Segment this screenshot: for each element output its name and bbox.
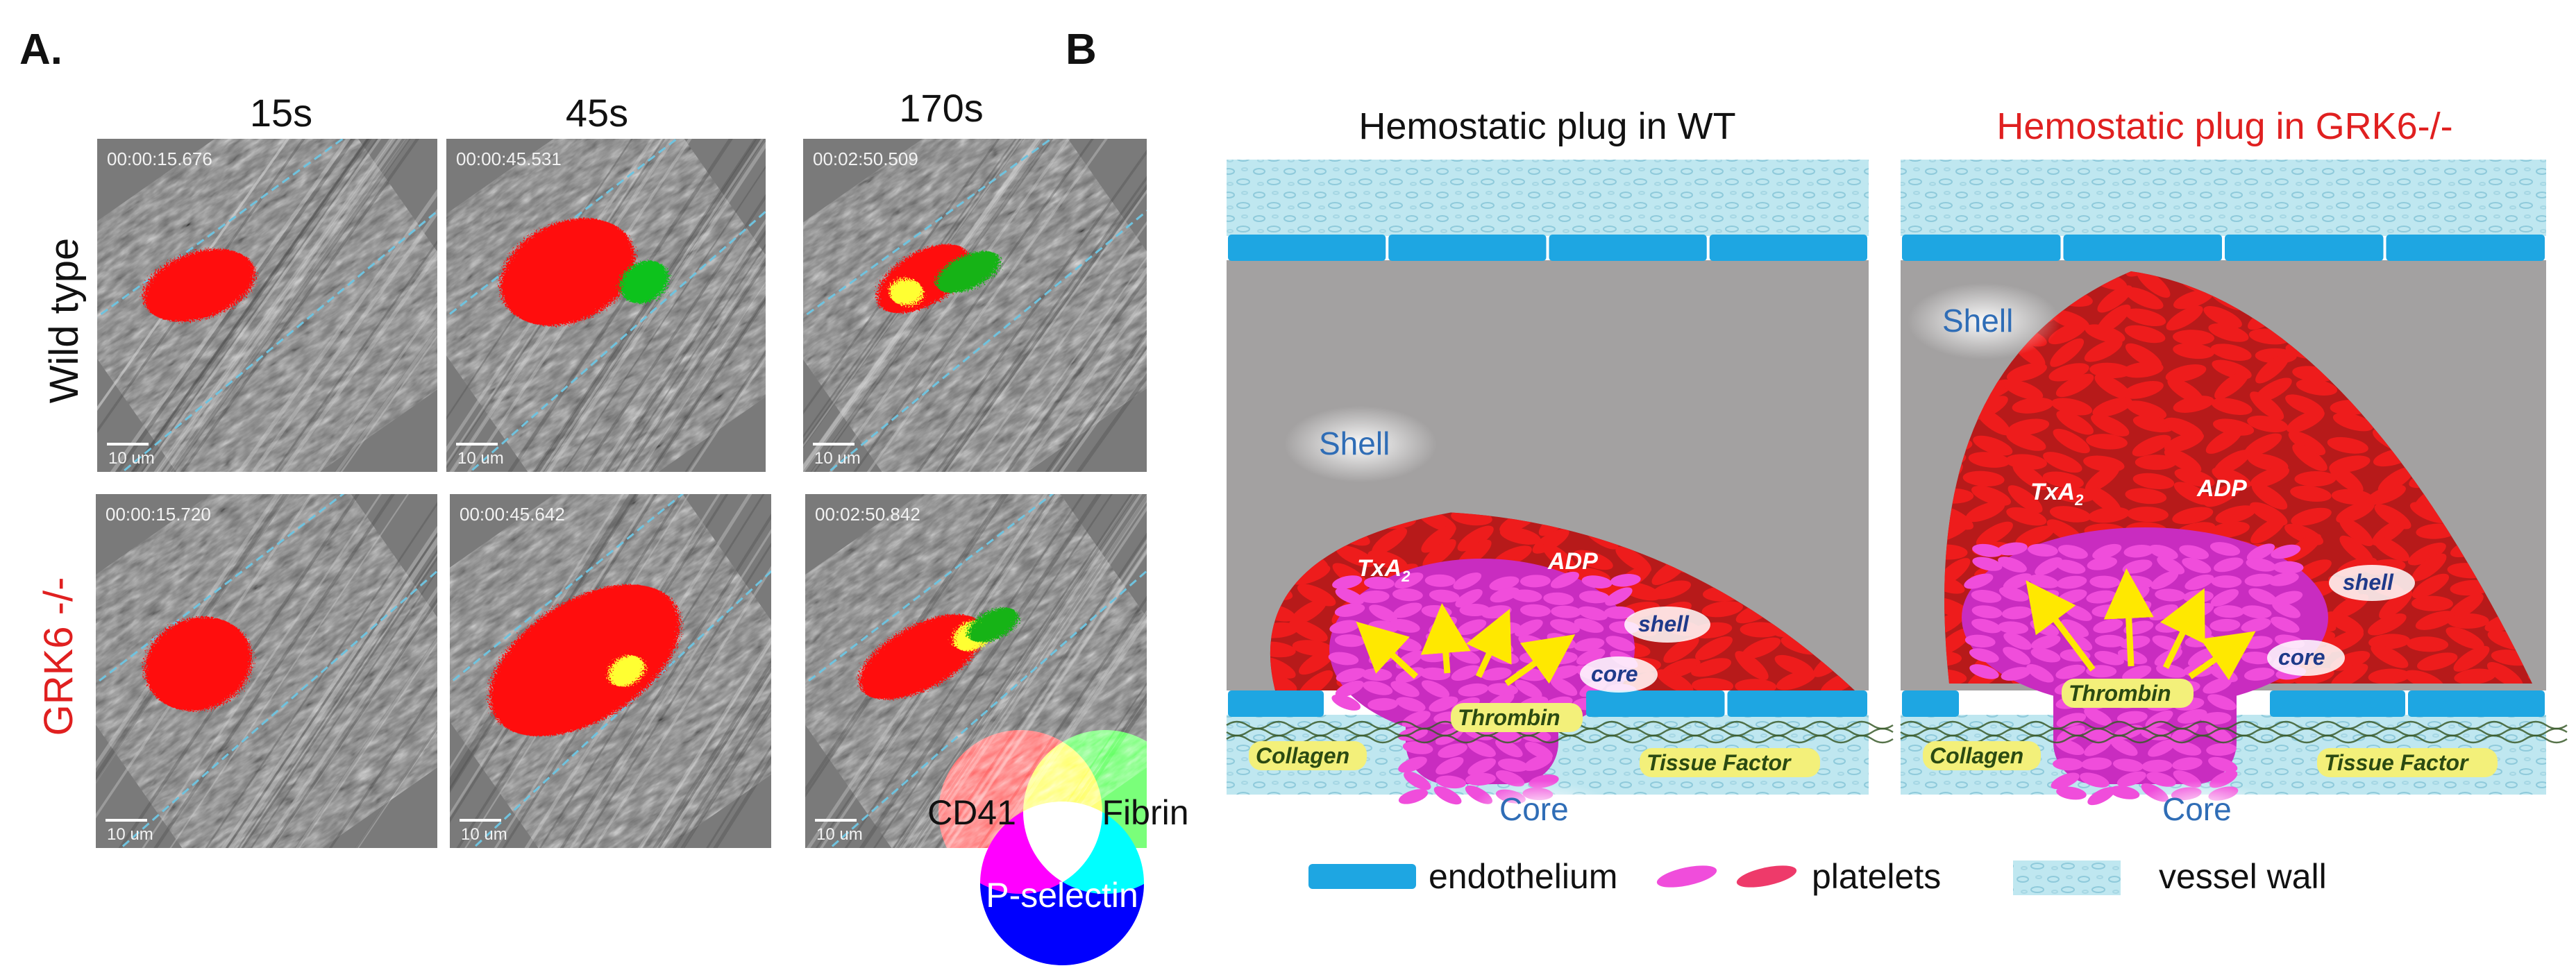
endothelial-cell [1228,690,1324,717]
thrombin-arrow [2160,588,2205,669]
row-label-grk6-knockout: GRK6 -/- [36,577,81,736]
endothelial-cell [2063,235,2222,261]
micrograph-timestamp: 00:02:50.842 [815,504,920,525]
legend-label-endothelium: endothelium [1429,857,1617,896]
label-shell: Shell [1942,303,2013,339]
micrograph-timestamp: 00:00:45.531 [456,149,562,169]
endothelial-cell [2225,235,2384,261]
legend-swatch-endothelium [1308,864,1416,889]
micrograph-tile: 00:00:45.531 10 um [446,139,766,472]
collagen-fibers [1900,720,2568,730]
label-tissue-factor: Tissue Factor [1647,750,1792,775]
endothelial-cell [1228,235,1386,261]
endothelial-cell [1388,235,1547,261]
label-tissue-factor: Tissue Factor [2324,750,2469,775]
legend-swatch-shell-platelet [1736,865,1797,888]
panel-a-letter: A. [19,26,62,74]
venn-label-fibrin: Fibrin [1102,793,1188,832]
venn-label-p-selectin: P-selectin [986,876,1138,915]
vessel-wall-top [1227,160,1869,236]
endothelial-cell [1727,690,1867,717]
time-label-170s: 170s [899,86,983,130]
thrombin-arrow [2103,568,2154,667]
label-adp: ADP [1547,548,1598,575]
micrograph-timestamp: 00:00:15.720 [106,504,211,525]
endothelial-cell [1902,690,1959,717]
fluorescence-venn-legend: CD41 Fibrin P-selectin [927,730,1189,965]
legend-swatch-vessel-wall [2013,860,2121,895]
label-core-small: core [1591,661,1638,686]
row-label-wild-type: Wild type [42,238,87,404]
endothelial-cell [2270,690,2405,717]
thrombin-arrow [1356,621,1419,679]
scale-bar-label: 10 um [461,825,507,844]
endothelial-cell [1586,690,1725,717]
label-shell-small: shell [2343,570,2394,595]
thrombin-arrow [1420,603,1471,674]
panel-b-letter: B [1066,26,1097,74]
plug-title: Hemostatic plug in GRK6-/- [1996,105,2452,147]
label-thrombin: Thrombin [1458,705,1560,730]
micrograph-timestamp: 00:00:45.642 [460,504,565,525]
label-core-small: core [2278,645,2325,670]
label-adp: ADP [2196,475,2247,502]
thrombin-arrow [2188,631,2256,681]
micrograph-tile: 00:02:50.509 10 um [803,139,1147,472]
label-collagen: Collagen [1930,743,2023,768]
time-label-45s: 45s [566,91,628,135]
scale-bar-label: 10 um [457,449,504,468]
venn-label-cd41: CD41 [927,793,1016,832]
label-core: Core [1499,791,1569,827]
micrograph-timestamp: 00:02:50.509 [813,149,918,169]
label-collagen: Collagen [1256,743,1349,768]
scale-bar-label: 10 um [108,449,155,468]
vessel-wall-top [1901,160,2546,236]
scale-bar-label: 10 um [814,449,861,468]
endothelial-cell [2408,690,2545,717]
micrograph-timestamp: 00:00:15.676 [107,149,212,169]
micrograph-tile: 00:00:15.720 10 um [96,494,437,848]
plug-diagram-wt: Hemostatic plug in WTShellTxA2ADPshellco… [1226,105,1894,836]
micrograph-tile: 00:00:45.642 10 um [450,494,771,848]
hemostatic-plug-diagrams: Hemostatic plug in WTShellTxA2ADPshellco… [1226,105,2568,836]
legend-swatch-core-platelet [1656,865,1717,888]
scale-bar-label: 10 um [107,825,153,844]
label-shell-small: shell [1638,611,1690,636]
panel-b-legend: endothelium platelets vessel wall [1308,857,2327,896]
label-core: Core [2162,791,2232,827]
collagen-fibers [1900,727,2568,737]
thrombin-arrow [1504,634,1576,686]
endothelial-cell [1709,235,1867,261]
plug-title: Hemostatic plug in WT [1358,105,1735,147]
label-thrombin: Thrombin [2069,681,2171,706]
endothelial-cell [1549,235,1707,261]
endothelial-cell [2386,235,2545,261]
time-column-labels: 15s 45s 170s [250,86,984,135]
scale-bar-label: 10 um [816,825,863,844]
endothelial-cell [1902,235,2061,261]
legend-label-platelets: platelets [1812,857,1941,896]
thrombin-arrow [2026,580,2096,672]
legend-label-vessel-wall: vessel wall [2159,857,2327,896]
micrograph-tile: 00:00:15.676 10 um [97,139,437,472]
venn-circle-fibrin [1023,730,1187,894]
thrombin-arrow [1466,609,1512,678]
time-label-15s: 15s [250,91,312,135]
label-shell: Shell [1319,425,1390,461]
